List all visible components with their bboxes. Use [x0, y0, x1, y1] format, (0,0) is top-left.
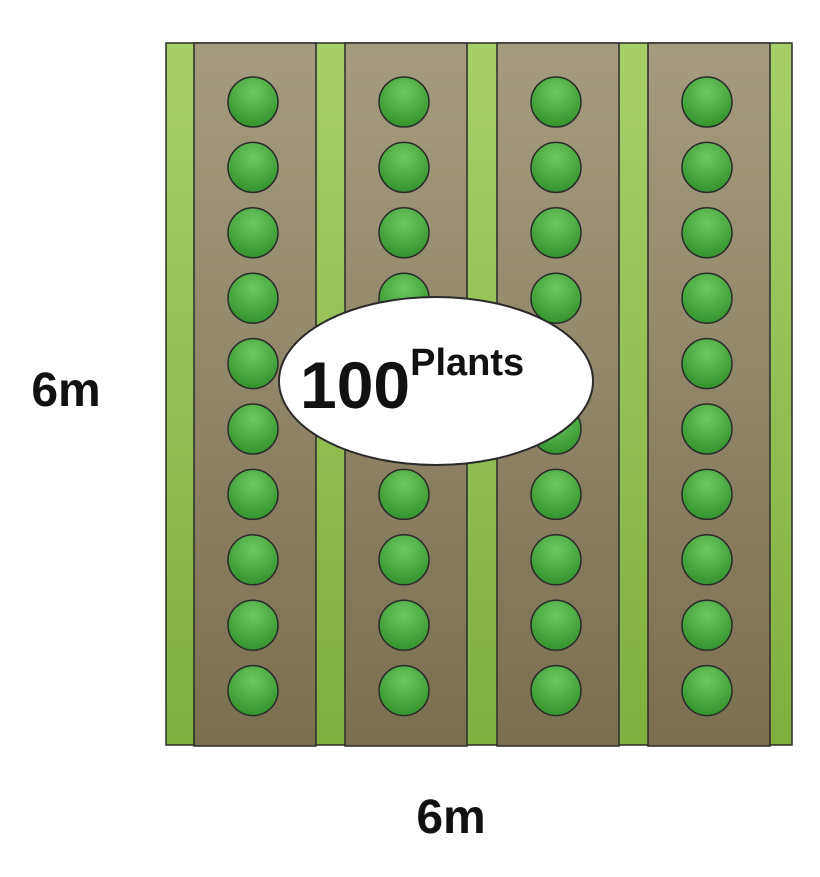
plant [530, 534, 582, 586]
plant-count-callout: 100Plants [278, 296, 594, 466]
plant [227, 403, 279, 455]
plant [681, 272, 733, 324]
plant [227, 599, 279, 651]
plant [378, 468, 430, 521]
height-dimension-label: 6m [31, 364, 100, 417]
plant [681, 207, 733, 259]
callout-ellipse [278, 296, 594, 466]
plant [681, 141, 733, 194]
plant [530, 468, 582, 521]
plant [227, 141, 279, 194]
plant [227, 534, 279, 586]
plant [681, 403, 733, 455]
plant [378, 76, 430, 128]
plant [681, 534, 733, 586]
plant [530, 141, 582, 194]
plant [681, 664, 733, 717]
plant [378, 599, 430, 651]
plant [227, 468, 279, 521]
plant [530, 272, 582, 324]
plant [227, 207, 279, 259]
plant [378, 534, 430, 586]
plant [227, 76, 279, 128]
plant [681, 76, 733, 128]
plant [378, 141, 430, 194]
plant [530, 664, 582, 717]
plant [681, 599, 733, 651]
plant [378, 207, 430, 259]
plant [681, 337, 733, 390]
svg-text:100Plants: 100Plants [300, 342, 524, 422]
width-dimension-label: 6m [416, 791, 485, 844]
plant-count-unit: Plants [410, 342, 524, 384]
plant [378, 664, 430, 717]
plant [681, 468, 733, 521]
plant [227, 272, 279, 324]
plant [227, 664, 279, 717]
plant-count-number: 100 [300, 348, 410, 422]
plant [227, 337, 279, 390]
plant [530, 76, 582, 128]
plant [530, 207, 582, 259]
plant [530, 599, 582, 651]
